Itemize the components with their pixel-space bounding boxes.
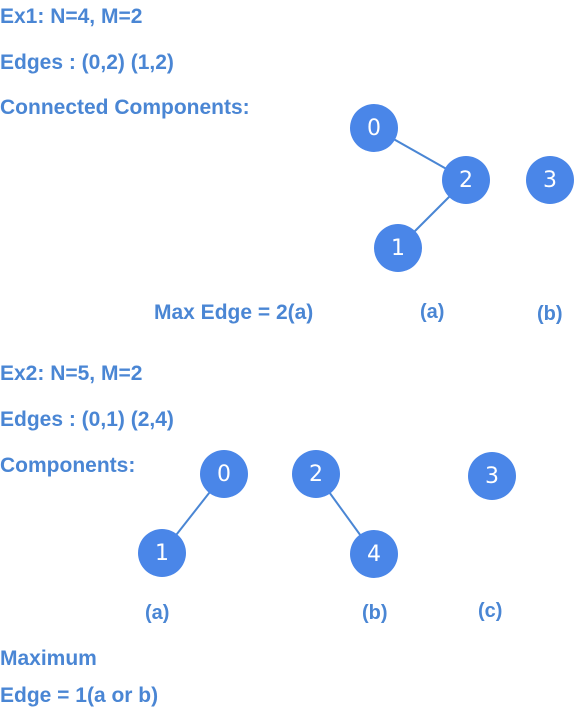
ex1-edges: Edges : (0,2) (1,2) [0,51,174,74]
ex2-title: Ex2: N=5, M=2 [0,362,143,385]
ex2-label-c: (c) [478,600,503,622]
ex2-max-line2: Edge = 1(a or b) [0,684,159,707]
ex2-node-4: 4 [350,530,398,578]
ex1-node-3: 3 [526,156,574,204]
ex2-node-3: 3 [468,452,516,500]
ex2-node-0: 0 [200,450,248,498]
ex1-components-label: Connected Components: [0,96,250,119]
ex1-max-edge: Max Edge = 2(a) [154,301,314,324]
ex2-node-2: 2 [292,450,340,498]
ex2-node-1: 1 [138,529,186,577]
ex1-label-a: (a) [420,301,445,323]
ex1-node-0: 0 [350,104,398,152]
ex1-title: Ex1: N=4, M=2 [0,5,143,28]
ex2-components-label: Components: [0,454,136,477]
ex2-label-b: (b) [362,602,388,624]
ex1-node-2: 2 [442,156,490,204]
ex2-max-line1: Maximum [0,647,97,670]
ex2-label-a: (a) [145,602,170,624]
ex1-node-1: 1 [374,224,422,272]
ex2-edges: Edges : (0,1) (2,4) [0,408,174,431]
ex1-label-b: (b) [537,303,563,325]
